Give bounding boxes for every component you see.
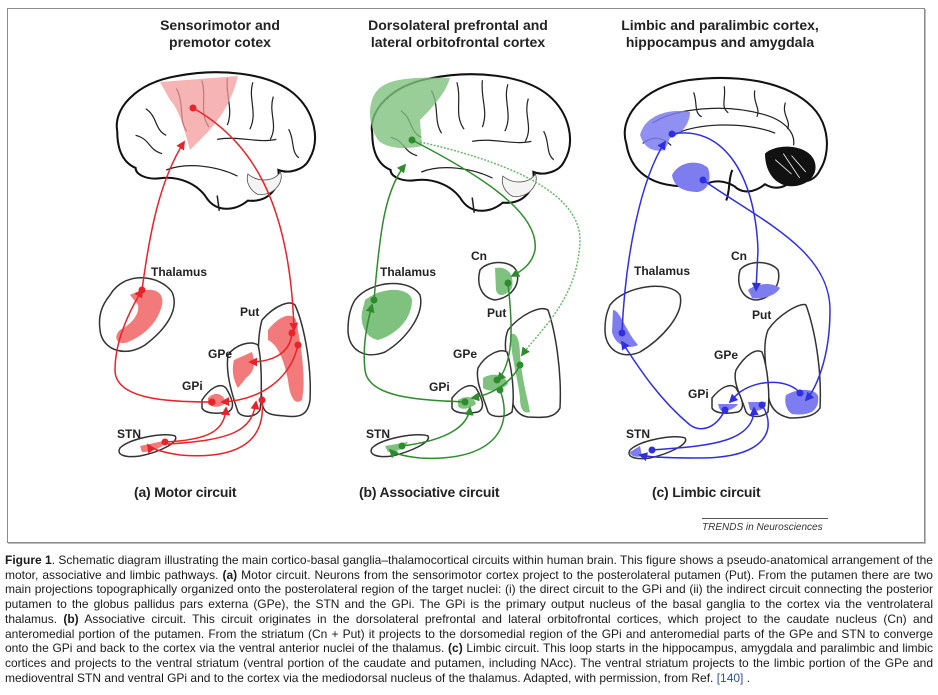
panel-b-label-stn: STN: [366, 427, 390, 441]
panel-a-path-gpe-stn: [146, 399, 264, 457]
panel-a-caption: (a) Motor circuit: [134, 484, 237, 500]
panel-a-path-put-gpi: [220, 344, 299, 407]
panel-a-title-line2: premotor cotex: [169, 34, 271, 50]
panel-a-path-thal-cortex: [141, 140, 185, 291]
panel-b-path-gpe-stn: [388, 389, 505, 460]
panel-c-hippocampus-region: [672, 162, 710, 192]
panel-c-thalamus-fill: [612, 310, 638, 347]
panel-a-label-thalamus: Thalamus: [151, 265, 207, 279]
panel-c-label-thalamus: Thalamus: [634, 264, 690, 278]
panel-b-diagram: Thalamus Cn Put GPe GPi STN: [347, 73, 581, 460]
panel-c-label-gpe: GPe: [714, 348, 738, 362]
panel-a-label-put: Put: [240, 305, 259, 319]
caption-end: .: [743, 670, 751, 685]
reference-link[interactable]: [140]: [716, 670, 744, 685]
panel-c-path-amygdala-put: [702, 179, 831, 402]
panel-a-put-fill: [268, 315, 304, 402]
caption-c-tag: (c): [448, 641, 463, 656]
panel-b-put-fill: [510, 333, 530, 413]
panel-b-path-cn-gpe: [496, 282, 512, 382]
panel-c-title-line1: Limbic and paralimbic cortex,: [621, 17, 819, 33]
caption-c-text: Limbic circuit. This loop starts in the …: [5, 641, 933, 685]
panel-c-label-stn: STN: [626, 427, 650, 441]
panel-b-cortex-region: [370, 77, 450, 148]
panel-a-path-stn-gpi: [164, 406, 231, 443]
panel-b-path-cortex-cn: [411, 139, 536, 277]
panel-a-path-stn-gpe: [167, 400, 260, 445]
panel-c-path-gpe-stn: [638, 404, 769, 462]
panel-c-label-gpi: GPi: [688, 387, 709, 401]
caption-b-tag: (b): [63, 611, 79, 626]
panel-a-label-gpe: GPe: [208, 347, 232, 361]
panel-c-path-put-gpi: [728, 381, 801, 404]
panel-c-path-stn-gpe: [651, 406, 759, 451]
panel-c-path-gpi-thal: [621, 340, 726, 430]
panel-b-title: Dorsolateral prefrontal and lateral orbi…: [348, 17, 568, 51]
panel-b-path-cortex-put: [419, 141, 581, 357]
panel-a-title: Sensorimotor and premotor cotex: [120, 17, 320, 51]
panel-c-path-cortex-cn: [671, 132, 761, 292]
panel-b-label-gpi: GPi: [429, 380, 450, 394]
panel-b-label-thalamus: Thalamus: [380, 265, 436, 279]
panel-a-label-stn: STN: [117, 427, 141, 441]
panel-b-title-line1: Dorsolateral prefrontal and: [368, 17, 548, 33]
panel-a-cortex-region: [160, 76, 238, 150]
panel-a-label-gpi: GPi: [182, 379, 203, 393]
panel-b-path-thal-cortex: [373, 163, 407, 301]
panel-b-label-cn: Cn: [471, 249, 487, 263]
panel-a-title-line1: Sensorimotor and: [160, 17, 280, 33]
panel-c-diagram: Thalamus Cn Put GPe GPi STN: [604, 76, 831, 462]
panel-c-title: Limbic and paralimbic cortex, hippocampu…: [600, 17, 840, 51]
caption-intro: . Schematic diagram illustrating the mai…: [5, 553, 933, 582]
circuit-diagram: Thalamus Put GPe GPi STN: [98, 71, 831, 462]
panel-b-path-gpi-thal: [363, 303, 466, 403]
caption-b-text: Associative circuit. This circuit origin…: [5, 611, 934, 656]
panel-a-path-gpi-thal: [114, 288, 213, 403]
journal-credit: TRENDS in Neurosciences: [702, 518, 828, 533]
caption-a-tag: (a): [222, 567, 238, 582]
panel-b-title-line2: lateral orbitofrontal cortex: [370, 34, 546, 50]
panel-b-label-put: Put: [487, 306, 506, 320]
panel-b-path-stn-gpi: [401, 406, 474, 447]
panel-b-caption: (b) Associative circuit: [359, 484, 500, 500]
panel-a-diagram: Thalamus Put GPe GPi STN: [98, 71, 317, 458]
panel-c-caption: (c) Limbic circuit: [652, 484, 761, 500]
panel-a-path-put-gpe: [248, 332, 293, 367]
caption-a-text: Motor circuit. Neurons from the sensorim…: [5, 567, 933, 626]
figure-caption: Figure 1. Schematic diagram illustrating…: [5, 553, 933, 685]
panel-c-title-line2: hippocampus and amygdala: [625, 34, 815, 50]
panel-c-cingulate-region: [640, 110, 690, 151]
panel-a-path-cortex-put: [192, 107, 299, 332]
panel-c-label-cn: Cn: [731, 249, 747, 263]
caption-figure-label: Figure 1: [5, 553, 52, 567]
panel-c-label-put: Put: [752, 308, 771, 322]
panel-c-path-thal-cortex: [621, 140, 666, 334]
panel-b-label-gpe: GPe: [453, 347, 477, 361]
panel-a-thalamus-fill: [116, 289, 163, 344]
